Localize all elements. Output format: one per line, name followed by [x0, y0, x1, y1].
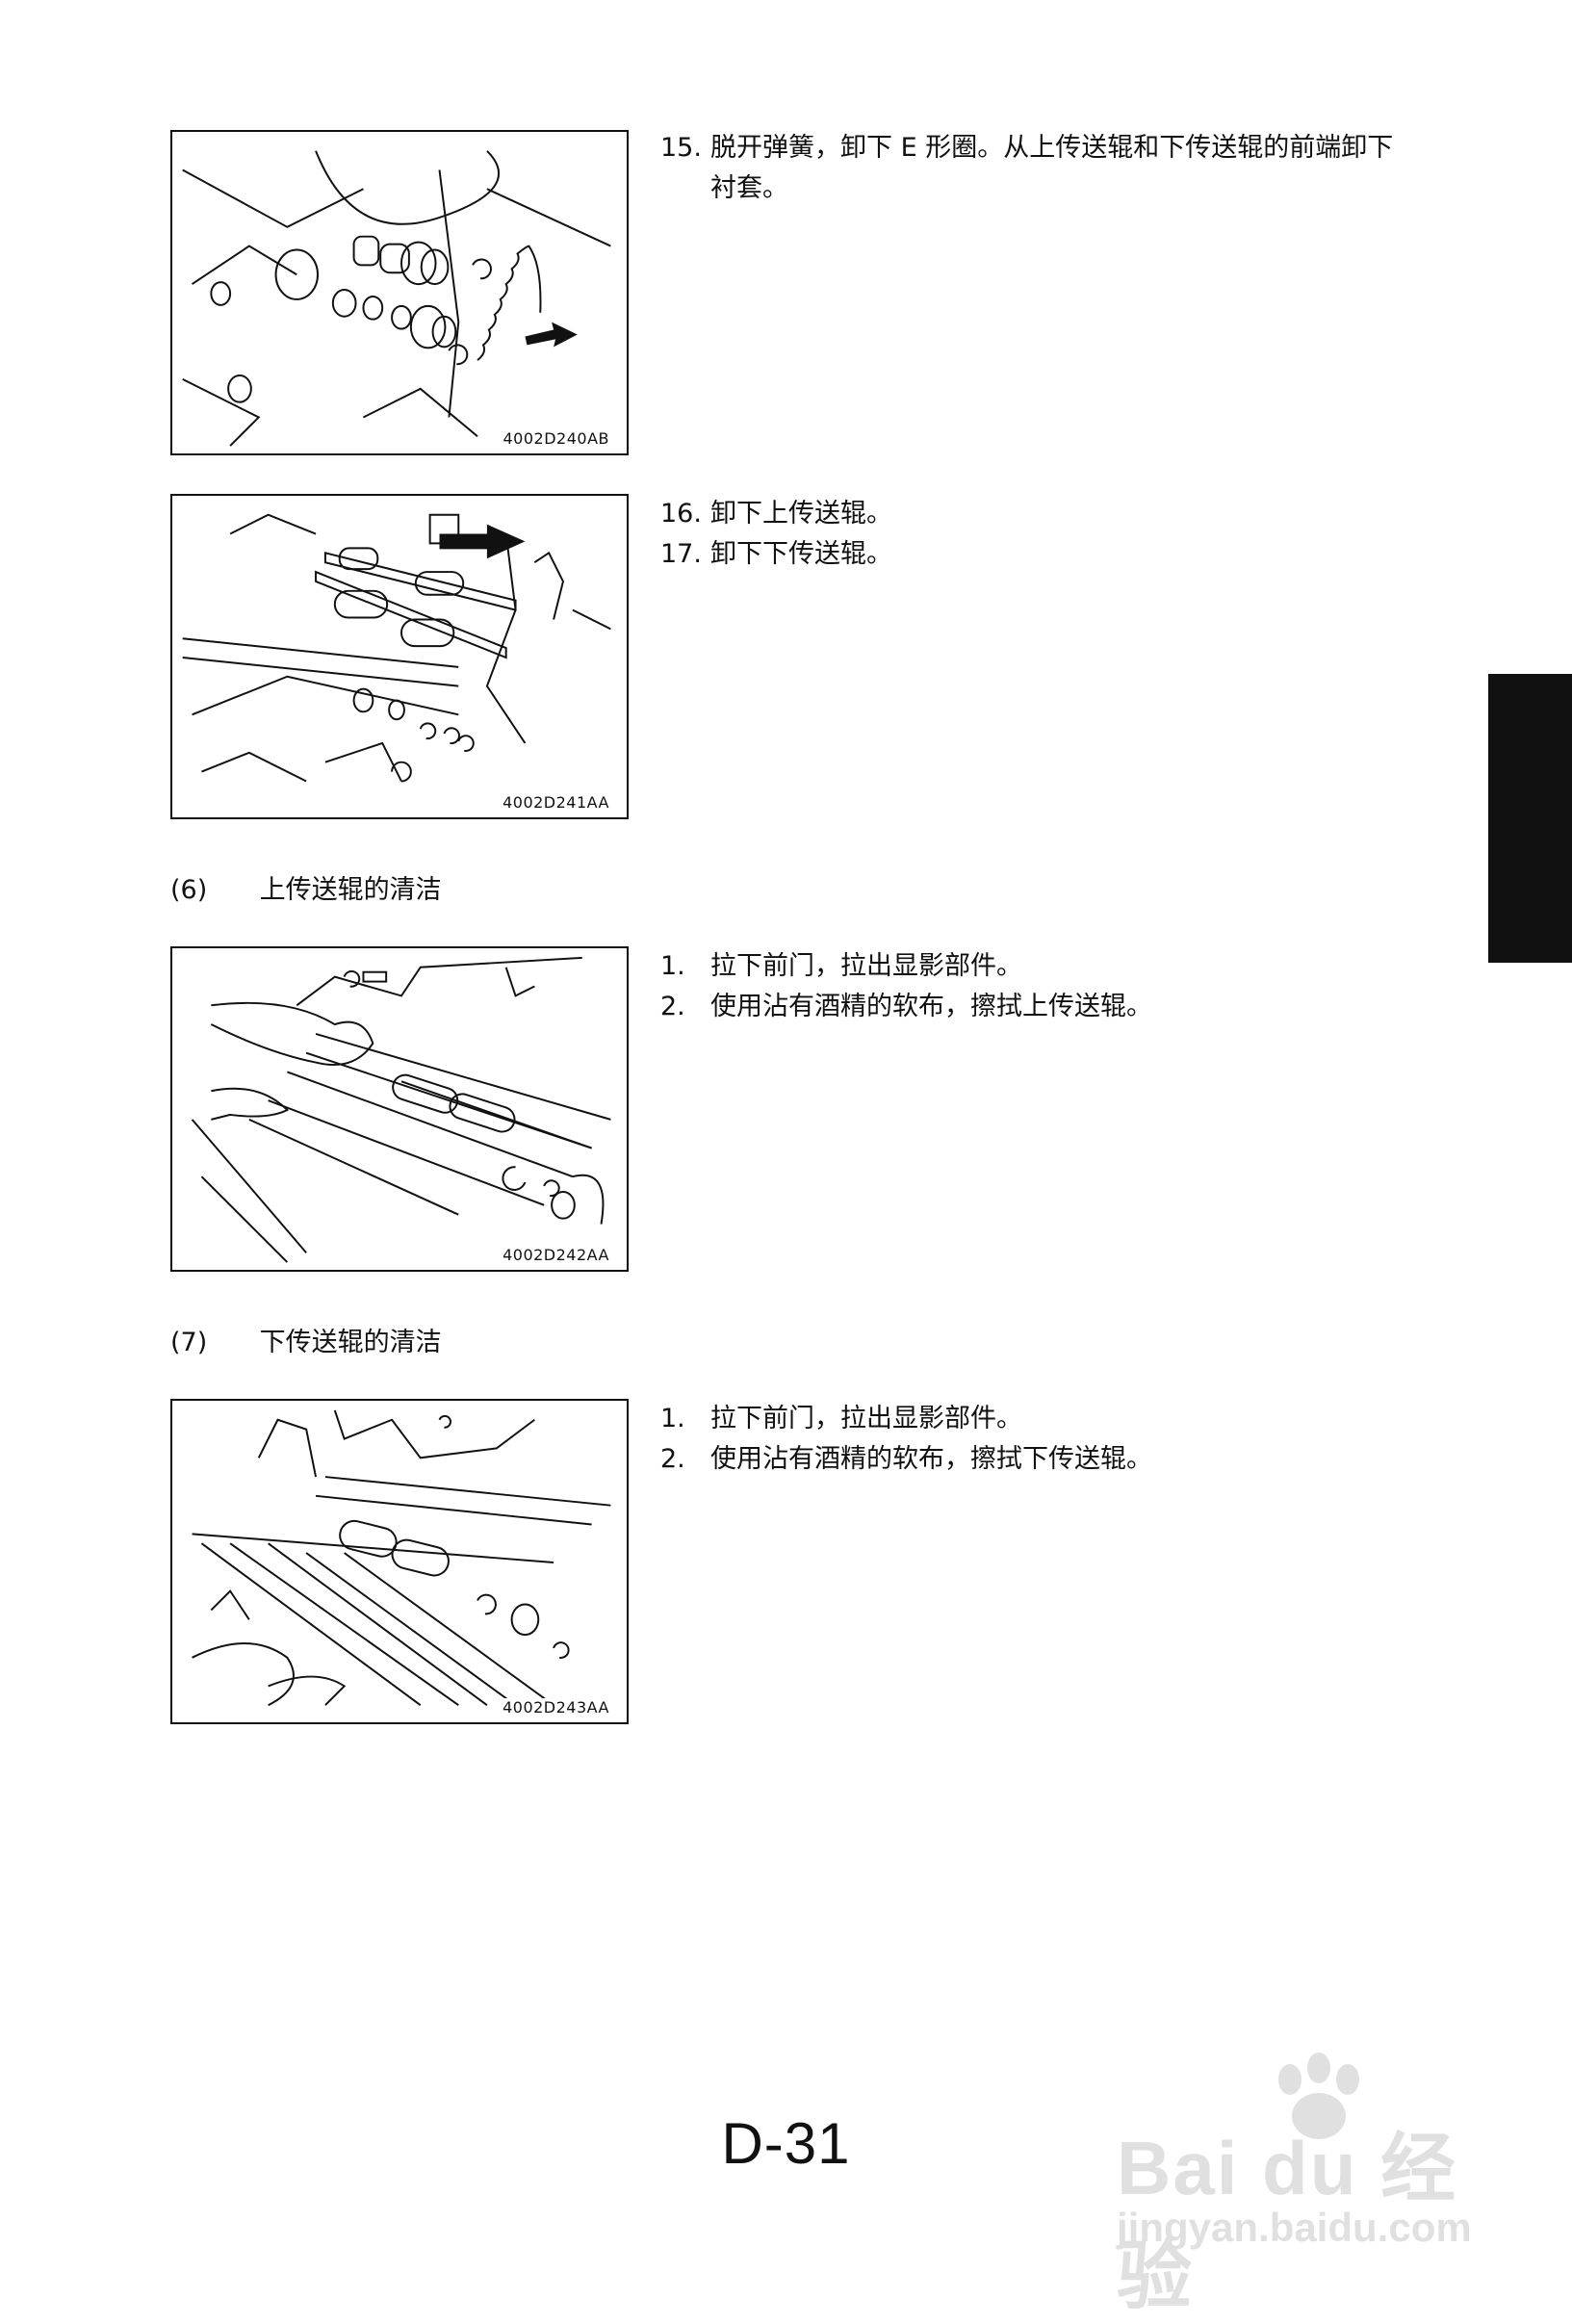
figure-springs-e-rings: 4002D240AB [170, 130, 629, 455]
step-text: 拉下前门，拉出显影部件。 [710, 951, 1022, 981]
section-heading-6: (6) 上传送辊的清洁 [170, 871, 442, 910]
steps-section-6: 1. 拉下前门，拉出显影部件。 2. 使用沾有酒精的软布，擦拭上传送辊。 [660, 946, 1430, 1027]
watermark-url: jingyan.baidu.com [1117, 2205, 1472, 2250]
step-text: 使用沾有酒精的软布，擦拭上传送辊。 [710, 992, 1152, 1021]
figure-clean-lower-roller: 4002D243AA [170, 1399, 629, 1724]
step-text: 拉下前门，拉出显影部件。 [710, 1404, 1022, 1433]
figure-code: 4002D240AB [501, 429, 611, 448]
step-item: 2. 使用沾有酒精的软布，擦拭下传送辊。 [660, 1439, 1430, 1480]
step-text: 卸下下传送辊。 [710, 539, 892, 569]
section-number: (7) [170, 1328, 208, 1357]
section-heading-7: (7) 下传送辊的清洁 [170, 1324, 442, 1362]
step-number: 15. [660, 133, 702, 163]
watermark: Bai du 经验 jingyan.baidu.com [1117, 2051, 1482, 2318]
section-title: 下传送辊的清洁 [259, 1328, 442, 1357]
line-drawing-hand-wiping-upper-roller [191, 956, 611, 1263]
step-number: 2. [660, 992, 685, 1021]
steps-group-a: 15. 脱开弹簧，卸下 E 形圈。从上传送辊和下传送辊的前端卸下衬套。 [660, 128, 1430, 209]
page-number: D-31 [721, 2111, 851, 2176]
steps-section-7: 1. 拉下前门，拉出显影部件。 2. 使用沾有酒精的软布，擦拭下传送辊。 [660, 1399, 1430, 1480]
section-title: 上传送辊的清洁 [259, 875, 442, 905]
step-item: 1. 拉下前门，拉出显影部件。 [660, 946, 1430, 987]
steps-group-b: 16. 卸下上传送辊。 17. 卸下下传送辊。 [660, 494, 1430, 575]
figure-code: 4002D243AA [501, 1698, 611, 1717]
step-item: 16. 卸下上传送辊。 [660, 494, 1430, 534]
step-number: 2. [660, 1444, 685, 1474]
paw-icon [1278, 2053, 1359, 2139]
line-drawing-spring-removal [182, 150, 611, 447]
step-item: 17. 卸下下传送辊。 [660, 534, 1430, 575]
chapter-side-tab [1488, 674, 1572, 963]
step-number: 16. [660, 499, 702, 529]
step-text: 使用沾有酒精的软布，擦拭下传送辊。 [710, 1444, 1152, 1474]
figure-code: 4002D242AA [501, 1246, 611, 1264]
line-drawing-hand-wiping-lower-roller [192, 1409, 611, 1707]
line-drawing-roller-removal [182, 513, 611, 783]
figure-code: 4002D241AA [501, 793, 611, 812]
figure-clean-upper-roller: 4002D242AA [170, 946, 629, 1272]
step-number: 1. [660, 1404, 685, 1433]
step-item: 1. 拉下前门，拉出显影部件。 [660, 1399, 1430, 1439]
step-text: 卸下上传送辊。 [710, 499, 892, 529]
step-number: 1. [660, 951, 685, 981]
step-text: 脱开弹簧，卸下 E 形圈。从上传送辊和下传送辊的前端卸下衬套。 [710, 133, 1394, 203]
step-item: 15. 脱开弹簧，卸下 E 形圈。从上传送辊和下传送辊的前端卸下衬套。 [660, 128, 1430, 209]
section-number: (6) [170, 875, 208, 905]
figure-remove-rollers: 4002D241AA [170, 494, 629, 819]
step-item: 2. 使用沾有酒精的软布，擦拭上传送辊。 [660, 987, 1430, 1027]
step-number: 17. [660, 539, 702, 569]
